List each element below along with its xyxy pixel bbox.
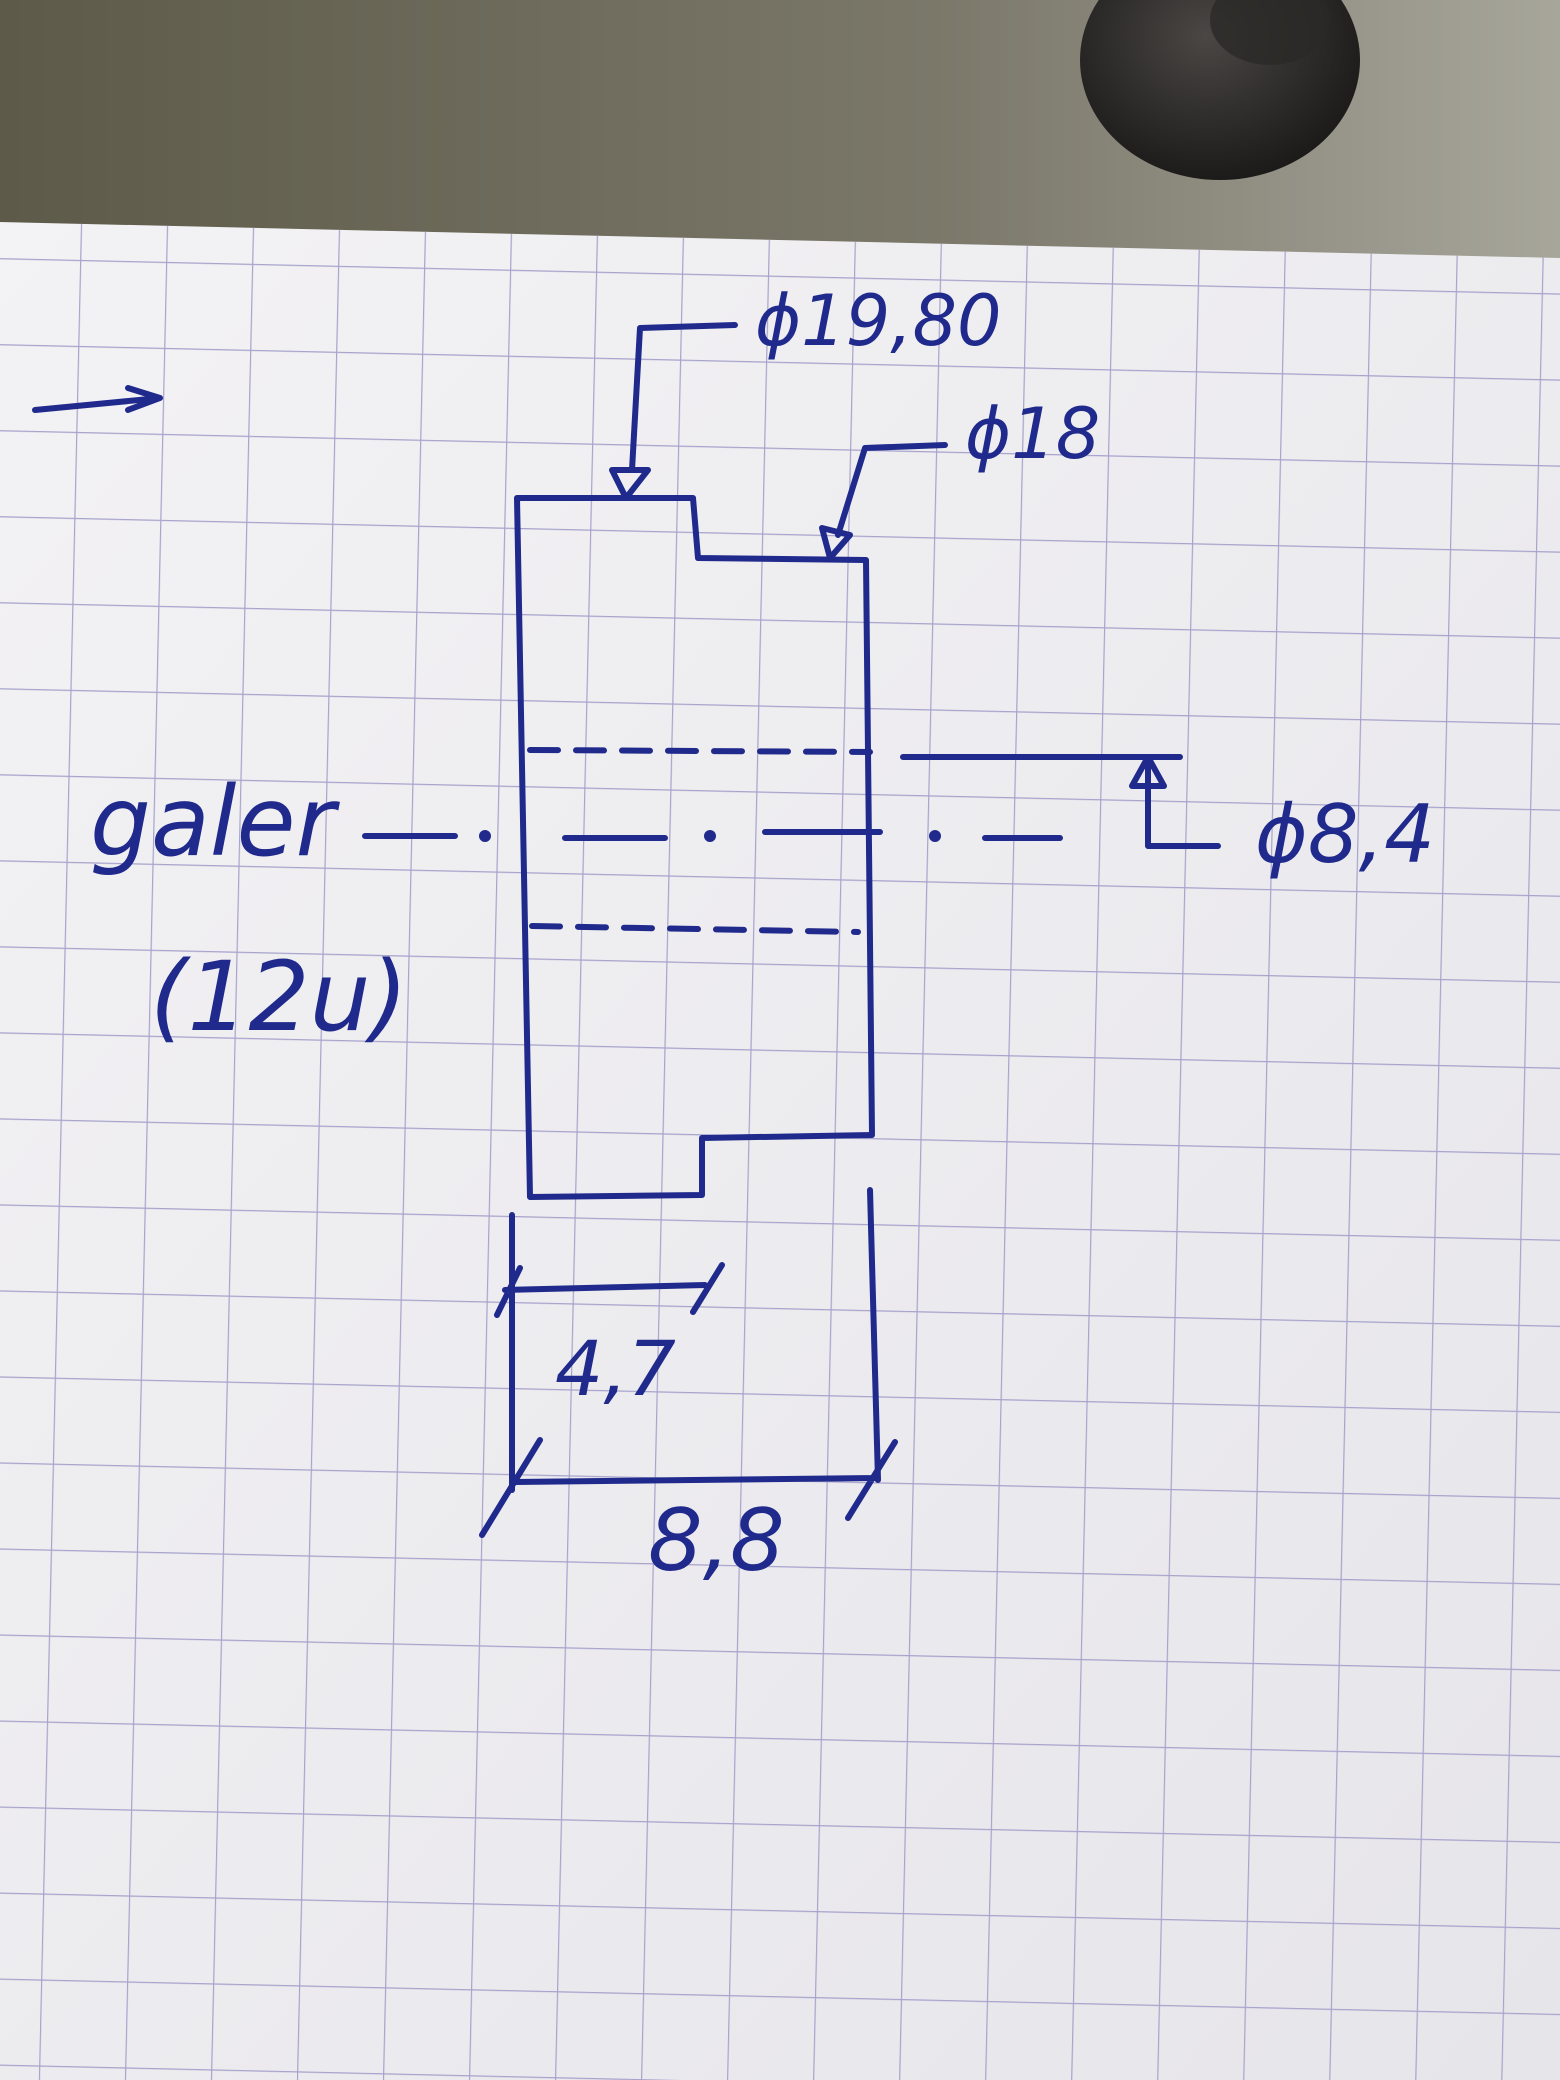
step-diameter-label: ϕ18	[965, 393, 1100, 475]
bore-hidden-line-bottom	[529, 923, 861, 935]
total-width-label: 8,8	[648, 1491, 785, 1591]
center-line	[362, 829, 1063, 841]
gear-name-label: galer	[90, 766, 341, 878]
leader-step-diameter	[819, 442, 948, 561]
step-width-label: 4,7	[555, 1324, 676, 1413]
part-outline	[514, 495, 875, 1200]
bore-hidden-line-top	[527, 747, 873, 755]
bore-diameter-label: ϕ8,4	[1255, 788, 1435, 881]
dim-line-step-width	[494, 1262, 725, 1318]
leader-outer-diameter	[609, 322, 738, 501]
bore-dimension	[900, 754, 1221, 849]
extension-right	[867, 1187, 881, 1483]
dim-line-total-width	[479, 1437, 898, 1538]
stray-arrow	[32, 385, 163, 413]
outer-diameter-label: ϕ19,80	[755, 280, 1002, 362]
part-drawing	[32, 322, 1221, 1538]
gear-teeth-label: (12u)	[150, 941, 408, 1053]
